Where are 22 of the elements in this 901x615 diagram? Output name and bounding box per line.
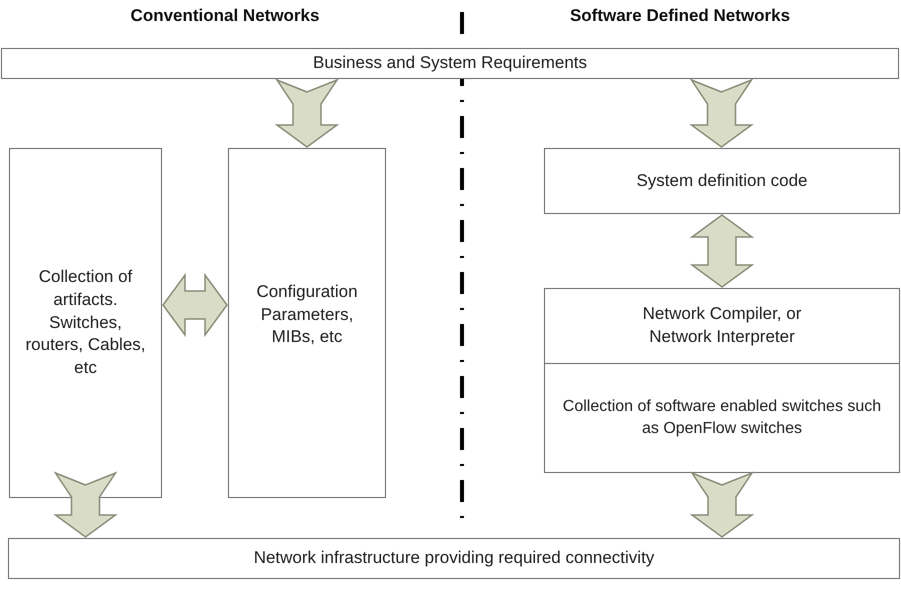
column-heading: Conventional Networks — [130, 6, 320, 26]
box-text: Network infrastructure providing required connectivity — [254, 547, 654, 570]
block-arrow — [274, 78, 340, 148]
box-text: Network Compiler, or Network Interpreter — [642, 303, 802, 348]
process-box — [544, 288, 900, 364]
block-arrow — [162, 272, 228, 338]
process-box — [9, 148, 162, 498]
process-box — [228, 148, 386, 498]
box-text: System definition code — [636, 170, 808, 192]
block-arrow — [690, 471, 754, 538]
box-text: Collection of artifacts. Switches, routers, Cables, etc — [26, 266, 146, 380]
column-heading: Software Defined Networks — [570, 6, 790, 26]
block-arrow — [689, 78, 754, 148]
block-arrow — [53, 471, 118, 538]
process-box — [544, 363, 900, 473]
box-text: Configuration Parameters, MIBs, etc — [255, 280, 359, 348]
process-box — [544, 148, 900, 214]
process-box — [8, 538, 900, 579]
process-box — [1, 48, 899, 79]
box-text: Collection of software enabled switches such as OpenFlow switches — [562, 397, 882, 439]
box-text: Business and System Requirements — [312, 52, 588, 74]
block-arrow — [690, 214, 754, 288]
